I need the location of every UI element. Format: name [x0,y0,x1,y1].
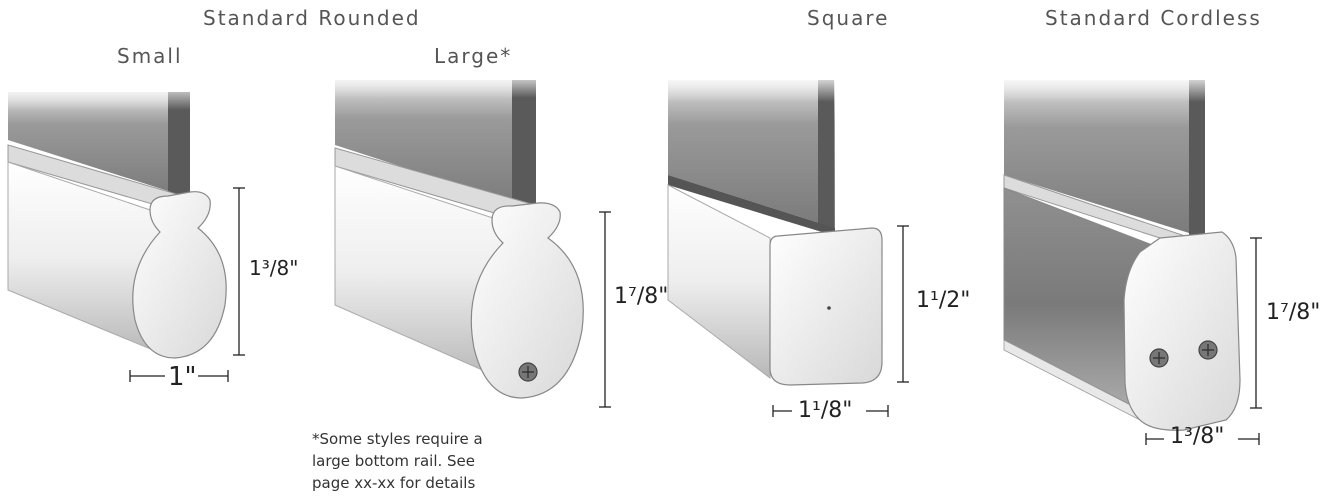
cordless-rail-illustration [996,72,1241,431]
heading-square: Square [807,6,890,30]
footnote-line: large bottom rail. See [312,452,476,470]
cordless-height-label: 1⁷/8" [1266,300,1320,325]
large-height-label: 1⁷/8" [614,284,669,309]
heading-small: Small [117,44,183,68]
square-width-dimension-line [772,405,889,417]
cordless-height-dimension-line [1250,237,1262,409]
cordless-width-dimension-line [1145,433,1260,445]
square-height-label: 1¹/2" [916,288,971,313]
heading-large: Large* [434,44,513,68]
heading-standard-rounded: Standard Rounded [203,6,421,30]
cordless-width-label: 1³/8" [1170,424,1225,449]
heading-standard-cordless: Standard Cordless [1045,6,1262,30]
large-rail-footnote: *Some styles require a large bottom rail… [312,428,512,494]
square-height-dimension-line [897,225,909,383]
square-rail-illustration [660,72,883,386]
footnote-line: page xx-xx for details [312,474,476,492]
small-width-label: 1" [168,362,197,392]
footnote-line: *Some styles require a [312,430,483,448]
small-height-dimension-line [233,187,245,356]
large-rounded-rail-illustration [330,70,584,399]
small-height-label: 1³/8" [249,256,299,280]
small-rounded-rail-illustration [0,80,227,359]
square-width-label: 1¹/8" [798,398,853,423]
large-height-dimension-line [599,211,611,408]
small-width-dimension-line [129,370,229,382]
